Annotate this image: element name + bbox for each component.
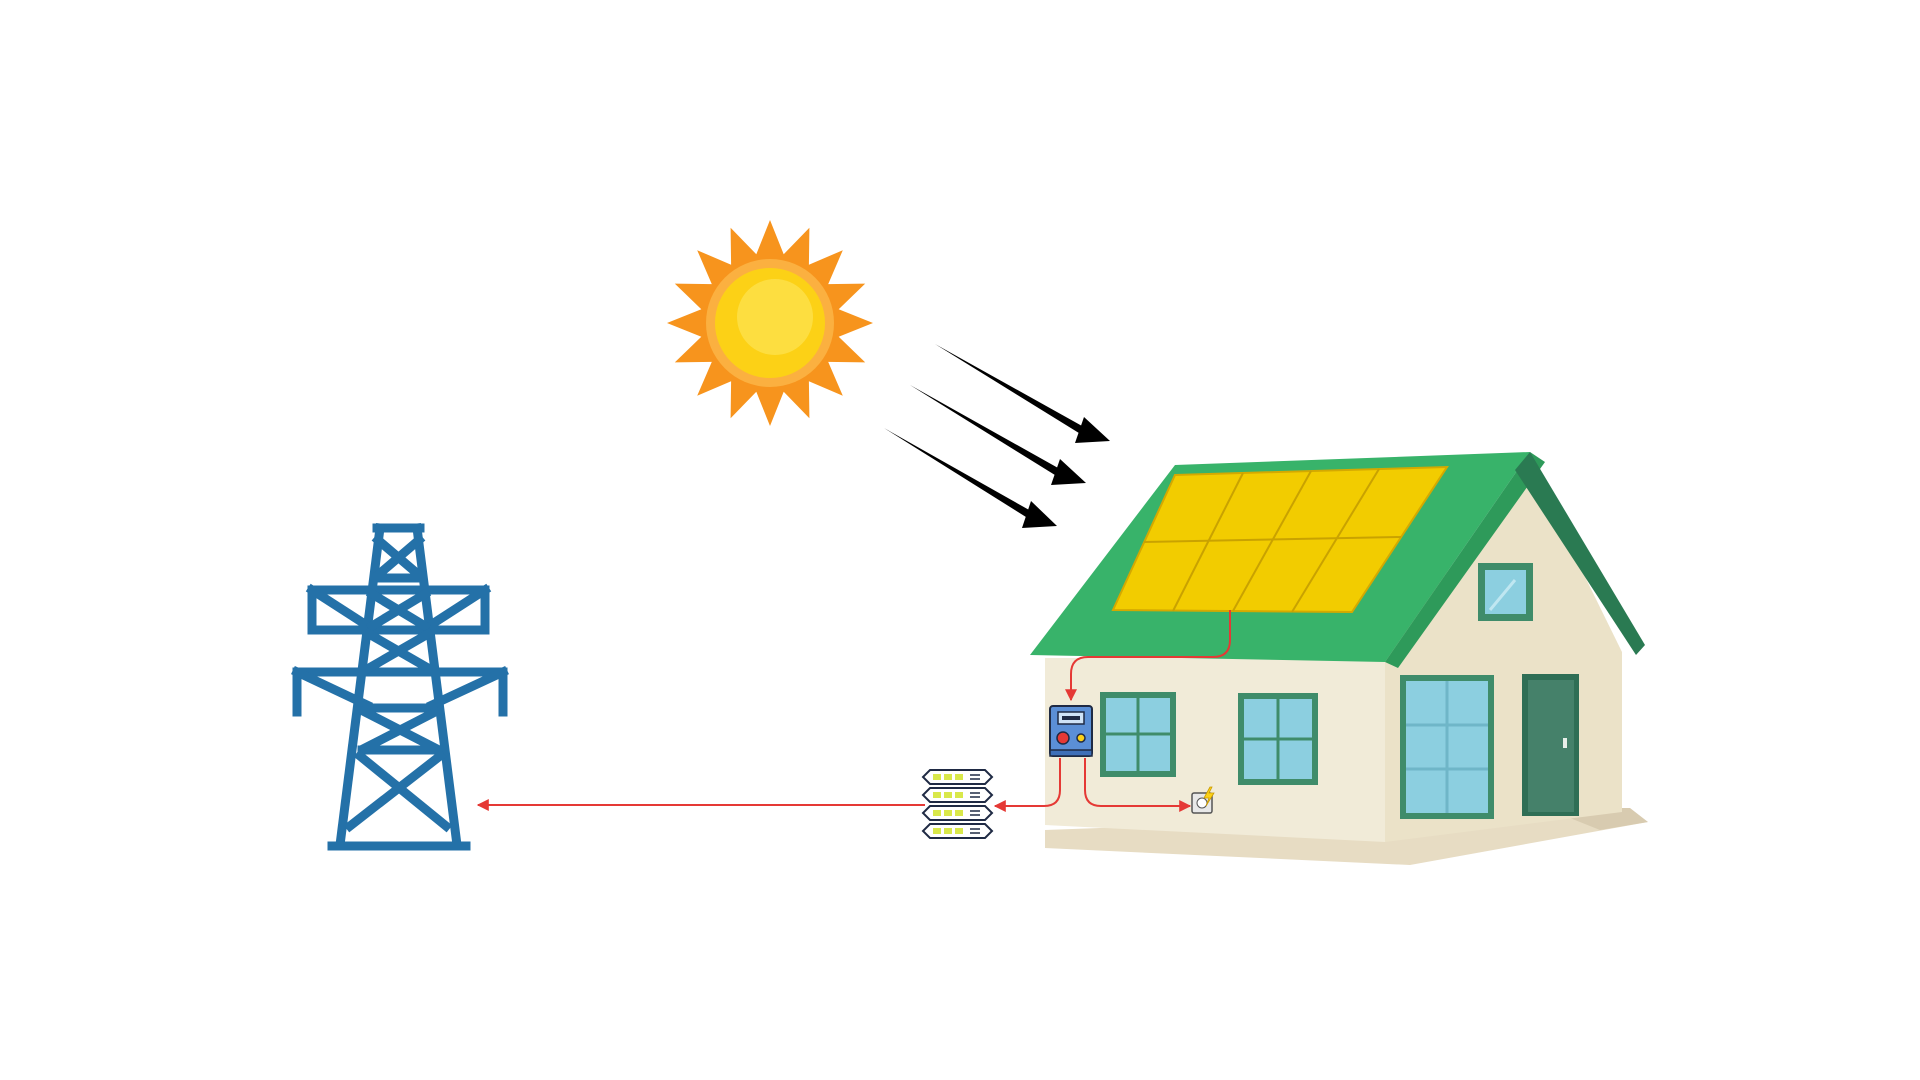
sunlight-arrow	[910, 385, 1086, 485]
wire-inverter-to-outlet	[1084, 758, 1192, 812]
inverter-icon	[1049, 705, 1093, 757]
meter-unit	[921, 769, 994, 785]
meter-unit	[921, 787, 994, 803]
wire-inverter-to-meter	[993, 758, 1061, 812]
attic-window	[1478, 563, 1533, 621]
window	[1100, 692, 1176, 777]
wiring	[476, 610, 1231, 812]
solar-panel-icon	[1111, 465, 1449, 614]
window	[1400, 675, 1494, 819]
meter-stack-icon	[921, 769, 994, 839]
wire-panel-to-inverter	[1065, 610, 1231, 702]
sun-icon	[667, 220, 873, 426]
house-icon	[1030, 452, 1648, 865]
sunlight-arrows	[884, 344, 1110, 528]
sunlight-arrow	[935, 344, 1110, 443]
power-outlet-icon	[1191, 786, 1215, 814]
meter-unit	[921, 823, 994, 839]
door	[1522, 674, 1579, 816]
sunlight-arrow	[884, 428, 1057, 528]
meter-unit	[921, 805, 994, 821]
window	[1238, 693, 1318, 785]
transmission-tower-icon	[291, 522, 509, 851]
